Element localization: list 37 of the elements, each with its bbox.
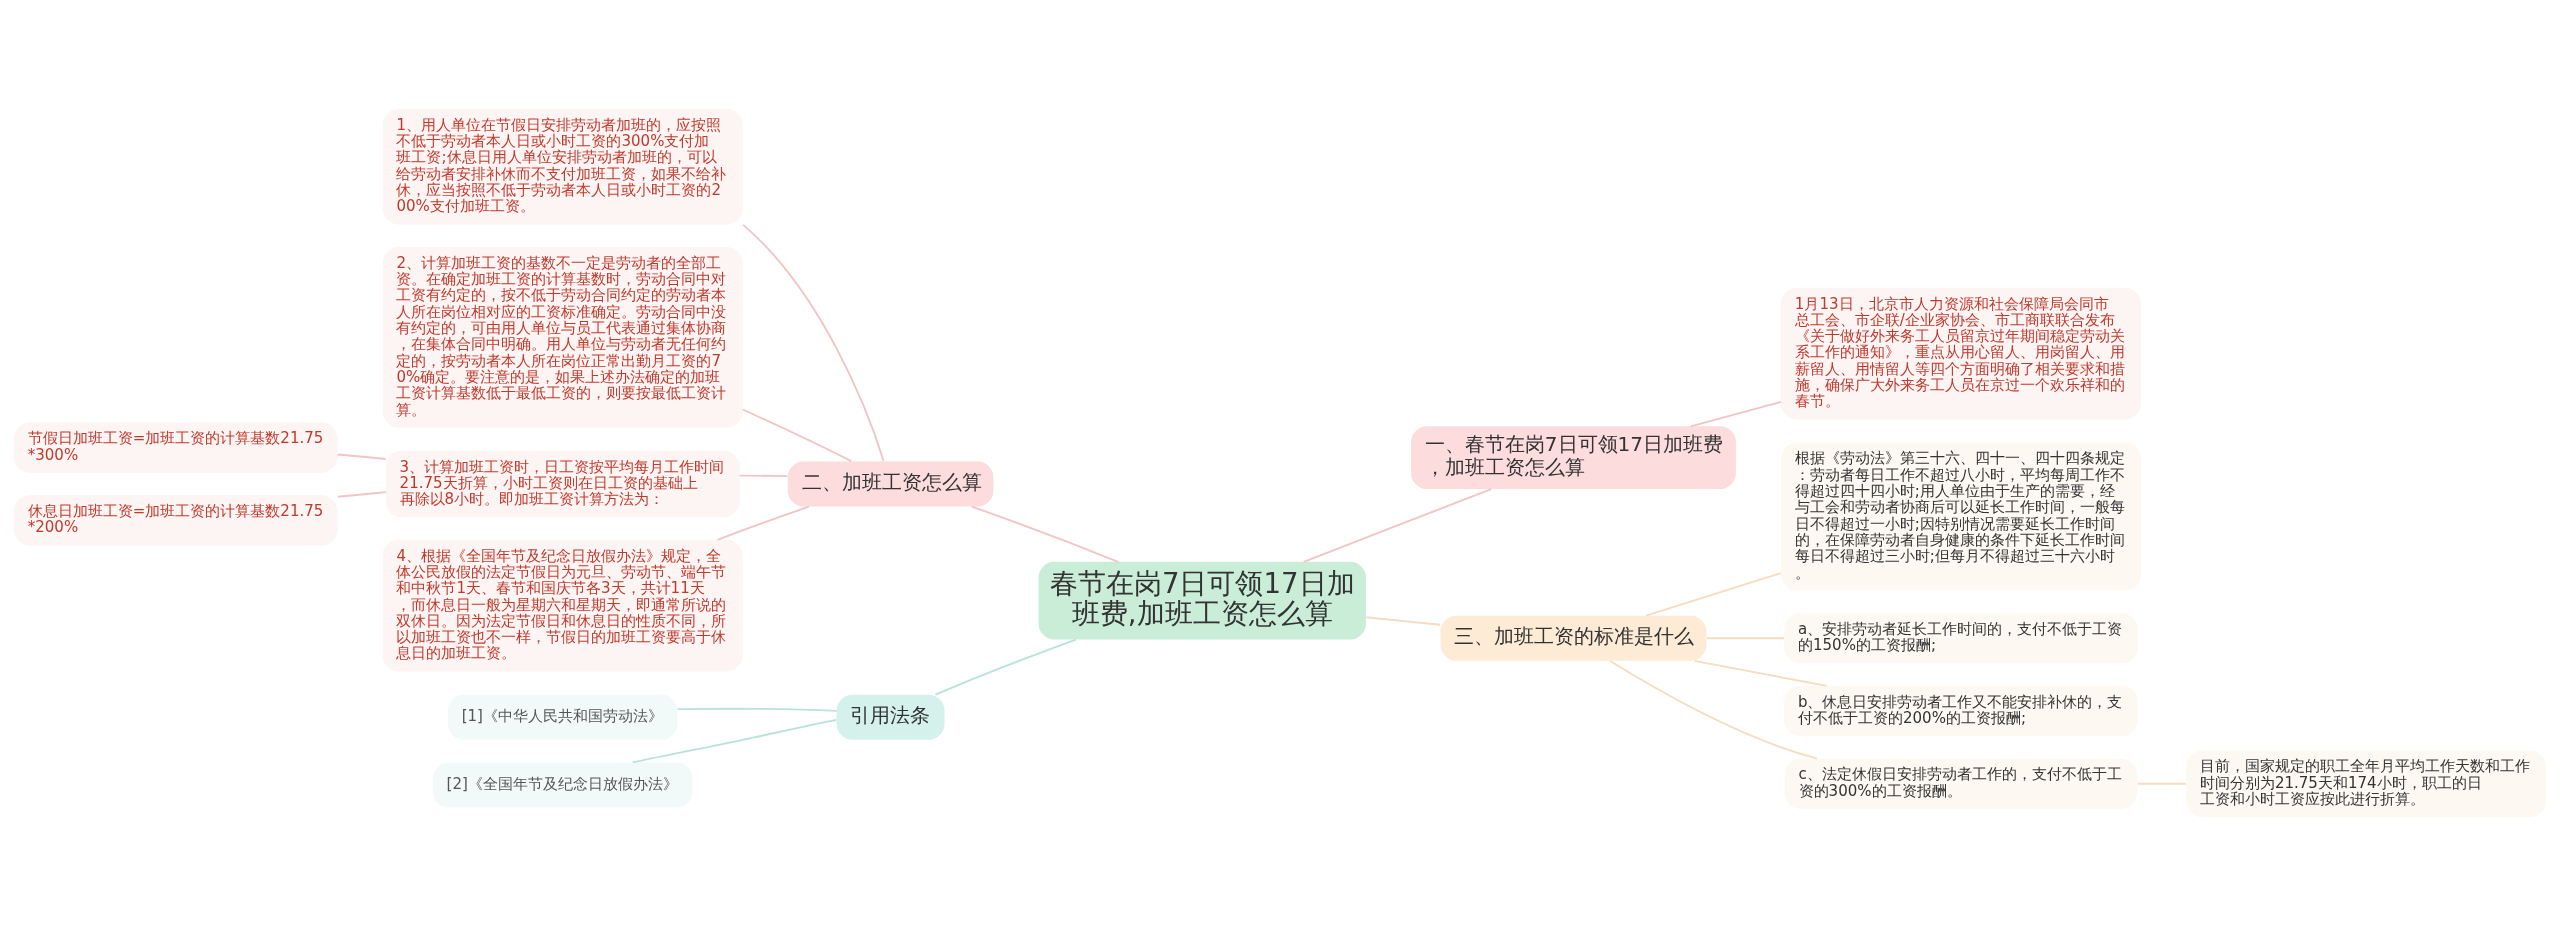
node-box: [1]《中华人民共和国劳动法》 xyxy=(447,694,678,740)
connector xyxy=(336,453,387,460)
node-box: [2]《全国年节及纪念日放假办法》 xyxy=(432,761,693,808)
node-box: a、安排劳动者延长工作时间的，支付不低于工资的150%的工资报酬; xyxy=(1784,612,2138,663)
connector xyxy=(1705,636,1785,639)
connector xyxy=(2136,782,2187,785)
node-box: 二、加班工资怎么算 xyxy=(787,460,994,507)
connector xyxy=(1693,659,1828,687)
node-box: 1、用人单位在节假日安排劳动者加班的，应按照不低于劳动者本人日或小时工资的300%支付加班工资;休息日用人单位安排劳动者加班的，可以给劳动者安排补休而不支付加班工资，如果不给补休，应当按照不低于劳动者本人日或小时工资的200%支付加班工资。 xyxy=(382,108,743,224)
connector xyxy=(336,490,387,498)
node-box: 休息日加班工资=加班工资的计算基数21.75*200% xyxy=(13,494,338,545)
connector xyxy=(716,505,810,541)
connector xyxy=(631,718,838,763)
connector xyxy=(1689,400,1782,427)
node-box: 3、计算加班工资时，日工资按平均每月工作时间21.75天折算，小时工资则在日工资的基础上再除以8小时。即加班工资计算方法为： xyxy=(385,450,740,517)
node-box: 引用法条 xyxy=(836,694,945,740)
node-box: 1月13日，北京市人力资源和社会保障局会同市总工会、市企联/企业家协会、市工商联联合发布《关于做好外来务工人员留京过年期间稳定劳动关系工作的通知》，重点从用心留人、用岗留人、用薪留人、用情留人等四个方面明确了相关要求和措施，确保广大外来务工人员在京过一个欢乐祥和的春节。 xyxy=(1781,287,2141,419)
node-box: 春节在岗7日可领17日加班费,加班工资怎么算 xyxy=(1038,561,1366,639)
node-box: 节假日加班工资=加班工资的计算基数21.75*300% xyxy=(13,422,338,473)
node-box: 2、计算加班工资的基数不一定是劳动者的全部工资。在确定加班工资的计算基数时，劳动合同中对工资有约定的，按不低于劳动合同约定的劳动者本人所在岗位相对应的工资标准确定。劳动合同中没有约定的，可由用人单位与员工代表通过集体协商，在集体合同中明确。用人单位与劳动者无任何约定的，按劳动者本人所在岗位正常出勤月工资的70%确定。要注意的是，如果上述办法确定的加班工资计算基数低于最低工资的，则要按最低工资计算。 xyxy=(382,246,743,428)
node-box: 三、加班工资的标准是什么 xyxy=(1440,615,1707,661)
connector xyxy=(741,408,853,462)
connector xyxy=(1302,487,1493,563)
connector xyxy=(676,707,838,712)
node-box: 4、根据《全国年节及纪念日放假办法》规定，全体公民放假的法定节假日为元旦、劳动节、端午节和中秋节1天、春节和国庆节各3天，共计11天，而休息日一般为星期六和星期天，即通常所说的双休日。因为法定节假日和休息日的性质不同，所以加班工资也不一样，节假日的加班工资要高于休息日的加班工资。 xyxy=(382,539,743,671)
node-box: 根据《劳动法》第三十六、四十一、四十四条规定：劳动者每日工作不超过八小时，平均每周工作不得超过四十四小时;用人单位由于生产的需要，经与工会和劳动者协商后可以延长工作时间，一般每日不得超过一小时;因特别情况需要延长工作时间的，在保障劳动者自身健康的条件下延长工作时间每日不得超过三小时;但每月不得超过三十六小时。 xyxy=(1781,442,2141,591)
node-box: 目前，国家规定的职工全年月平均工作天数和工作时间分别为21.75天和174小时，职工的日工资和小时工资应按此进行折算。 xyxy=(2186,750,2547,817)
connector xyxy=(1609,659,1819,760)
connector xyxy=(970,505,1119,563)
connector xyxy=(738,474,789,477)
connector xyxy=(1645,571,1782,617)
node-box: b、休息日安排劳动者工作又不能安排补休的，支付不低于工资的200%的工资报酬; xyxy=(1784,685,2138,736)
node-box: 一、春节在岗7日可领17日加班费，加班工资怎么算 xyxy=(1411,425,1736,489)
connector xyxy=(934,638,1077,696)
node-box: c、法定休假日安排劳动者工作的，支付不低于工资的300%的工资报酬。 xyxy=(1784,758,2138,809)
connector xyxy=(1365,615,1442,626)
connector xyxy=(742,223,885,462)
